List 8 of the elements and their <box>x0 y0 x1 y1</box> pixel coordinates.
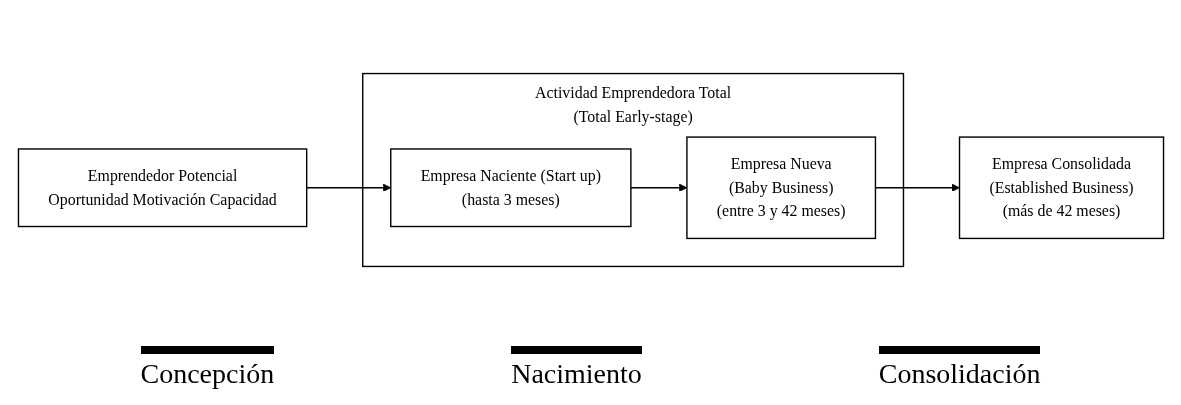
node-box: Empresa Naciente (Start up) (hasta 3 meses) <box>389 148 632 228</box>
arrow <box>874 183 960 192</box>
node-box: Emprendedor Potencial Oportunidad Motivación Capacidad <box>17 148 307 228</box>
node-box: Empresa Nueva (Baby Business) (entre 3 y 42 meses) <box>685 136 876 240</box>
node-box: Empresa Consolidada (Established Business) (más de 42 meses) <box>958 136 1164 240</box>
stage-label: Nacimiento <box>511 346 642 390</box>
stage-label: Consolidación <box>878 346 1041 390</box>
stage-label: Concepción <box>140 346 275 390</box>
